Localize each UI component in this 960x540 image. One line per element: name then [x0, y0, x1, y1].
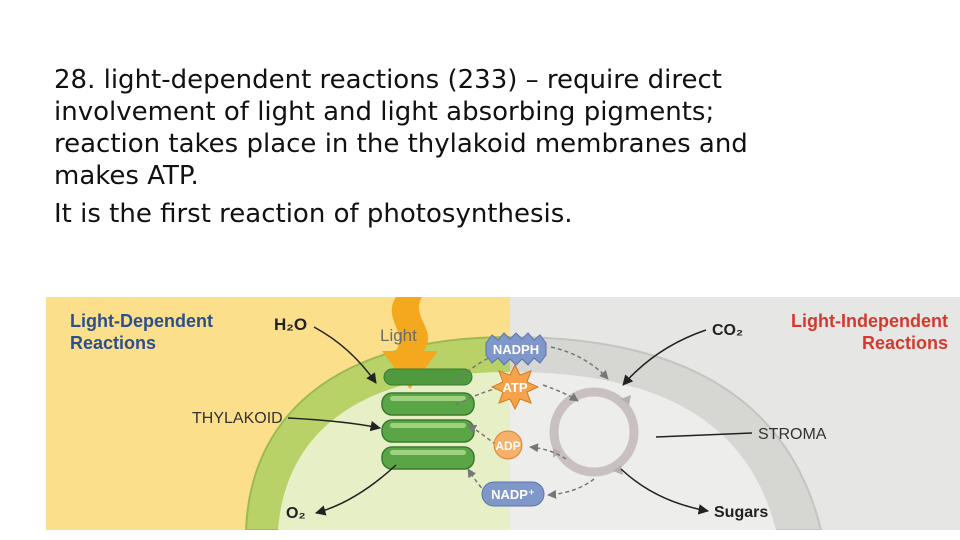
atp-label: ATP	[502, 380, 527, 395]
text-line-2: involvement of light and light absorbing…	[54, 97, 715, 127]
left-title-line1: Light-Dependent	[70, 311, 213, 331]
stroma-label: STROMA	[758, 426, 827, 443]
nadp-badge: NADP⁺	[481, 481, 545, 507]
thylakoid-label: THYLAKOID	[192, 410, 283, 427]
adp-label: ADP	[495, 439, 520, 453]
nadp-label: NADP⁺	[491, 487, 535, 502]
left-title-line2: Reactions	[70, 333, 156, 353]
light-label: Light	[380, 326, 417, 345]
o2-label: O₂	[286, 505, 306, 522]
slide-body-text: 28. light-dependent reactions (233) – re…	[54, 64, 934, 230]
label-arrows	[287, 326, 753, 516]
thylakoid-stack-icon	[381, 368, 475, 470]
nadph-label: NADPH	[493, 342, 539, 357]
calvin-cycle-icon	[549, 387, 639, 477]
adp-badge: ADP	[493, 430, 523, 460]
h2o-label: H₂O	[274, 315, 307, 334]
chloroplast-right-half	[510, 335, 823, 530]
photosynthesis-diagram: NADPH ATP ADP NADP⁺ Light-Dependent Reac…	[46, 297, 960, 530]
text-line-5: It is the first reaction of photosynthes…	[54, 199, 573, 229]
right-title-line2: Reactions	[862, 333, 948, 353]
text-line-1: 28. light-dependent reactions (233) – re…	[54, 65, 722, 95]
summary-paragraph: It is the first reaction of photosynthes…	[54, 198, 934, 230]
atp-badge: ATP	[490, 363, 540, 411]
nadph-badge: NADPH	[485, 332, 547, 366]
definition-paragraph: 28. light-dependent reactions (233) – re…	[54, 64, 934, 192]
right-title-line1: Light-Independent	[791, 311, 948, 331]
diagram-canvas: NADPH ATP ADP NADP⁺ Light-Dependent Reac…	[46, 297, 960, 530]
sugars-label: Sugars	[714, 504, 768, 521]
text-line-4: makes ATP.	[54, 161, 199, 191]
text-line-3: reaction takes place in the thylakoid me…	[54, 129, 748, 159]
light-beam-icon	[382, 297, 438, 389]
co2-label: CO₂	[712, 322, 743, 339]
